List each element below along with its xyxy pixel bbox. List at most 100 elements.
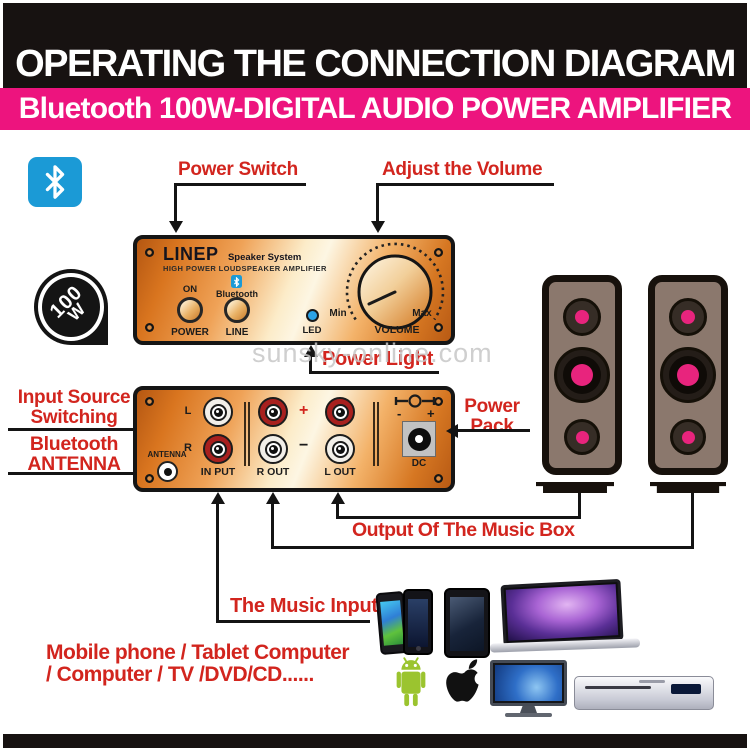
divider <box>248 402 250 466</box>
screw-icon <box>145 323 154 332</box>
power-button <box>177 297 203 323</box>
panel-tagline: HIGH POWER LOUDSPEAKER AMPLIFIER <box>163 264 327 273</box>
wire-lout-up <box>578 493 581 517</box>
screw-icon <box>434 248 443 257</box>
r-out-plus-jack <box>258 397 288 427</box>
callout-input-source: Input Source Switching <box>17 387 131 428</box>
volume-arc <box>345 242 445 321</box>
input-l-jack <box>203 397 233 427</box>
wire-rout-up <box>691 493 694 547</box>
volume-label: VOLUME <box>374 324 420 336</box>
screw-icon <box>434 474 443 483</box>
dc-label: DC <box>411 458 427 469</box>
line-power-switch-v <box>174 183 177 222</box>
page-subtitle: Bluetooth 100W-DIGITAL AUDIO POWER AMPLI… <box>18 92 732 125</box>
line-adjust-volume <box>376 183 554 186</box>
arrow-rout-wire <box>266 492 280 504</box>
r-out-label: R OUT <box>256 466 290 478</box>
arrow-power-pack <box>446 424 458 438</box>
arrow-input-wire <box>211 492 225 504</box>
line-power-switch <box>174 183 306 186</box>
tv <box>490 660 567 718</box>
callout-power-switch: Power Switch <box>178 159 298 180</box>
wire-lout-h <box>336 516 581 519</box>
wire-rout-v <box>271 503 274 549</box>
wire-input-v <box>216 503 219 623</box>
dvd-player <box>574 676 714 710</box>
l-out-plus-jack <box>325 397 355 427</box>
speaker-base-right <box>650 482 726 493</box>
speaker-left <box>542 275 622 475</box>
divider <box>373 402 375 466</box>
minus-mark: − <box>299 437 309 454</box>
wire-lout-v <box>336 503 339 519</box>
title-banner: OPERATING THE CONNECTION DIAGRAM <box>3 3 747 88</box>
dc-plus: + <box>427 406 435 421</box>
speaker-driver <box>670 419 706 455</box>
smartphone-2 <box>403 589 433 655</box>
screw-icon <box>145 474 154 483</box>
brand-row: LINEP Speaker System <box>163 244 301 265</box>
input-label: IN PUT <box>200 466 236 478</box>
line-power-pack <box>457 429 530 432</box>
speaker-driver <box>669 298 707 336</box>
laptop <box>489 578 641 653</box>
line-power-light-v <box>309 356 312 374</box>
subtitle-banner: Bluetooth 100W-DIGITAL AUDIO POWER AMPLI… <box>0 88 750 130</box>
max-label: Max <box>412 308 432 319</box>
line-input-source <box>8 428 156 431</box>
line-adjust-volume-v <box>376 183 379 222</box>
brand-suffix: Speaker System <box>227 252 302 263</box>
speaker-base-left <box>536 482 614 493</box>
dc-socket <box>402 421 436 457</box>
screw-icon <box>145 248 154 257</box>
volume-knob <box>345 242 445 330</box>
sources-text: Mobile phone / Tablet Computer / Compute… <box>46 641 350 686</box>
screw-icon <box>434 397 443 406</box>
bluetooth-glyph <box>45 165 65 199</box>
tablet <box>444 588 490 658</box>
wire-input-h <box>216 620 370 623</box>
speaker-driver <box>660 347 716 403</box>
input-r-jack <box>203 434 233 464</box>
line-label: LINE <box>225 327 249 338</box>
antenna-label: ANTENNA <box>147 450 187 459</box>
callout-adjust-volume: Adjust the Volume <box>382 159 543 180</box>
l-out-minus-jack <box>325 434 355 464</box>
input-r-label: R <box>184 442 192 454</box>
line-bt-antenna <box>8 472 146 475</box>
on-label: ON <box>182 284 198 295</box>
speaker-right <box>648 275 728 475</box>
arrow-adjust-volume <box>371 221 385 233</box>
dc-plug-icon <box>394 394 436 408</box>
bluetooth-label: Bluetooth <box>216 289 258 299</box>
apple-logo <box>446 659 479 702</box>
screw-icon <box>145 397 154 406</box>
badge-ring: 100 W <box>38 273 104 341</box>
arrow-power-light <box>304 345 318 357</box>
divider <box>377 402 379 466</box>
android-robot <box>396 657 426 707</box>
antenna-jack <box>157 461 178 482</box>
bluetooth-mini-icon <box>231 275 242 288</box>
dc-minus: - <box>397 406 402 421</box>
min-label: Min <box>329 308 347 319</box>
line-power-light <box>309 371 439 374</box>
arrow-lout-wire <box>331 492 345 504</box>
page-title: OPERATING THE CONNECTION DIAGRAM <box>15 43 736 85</box>
callout-bt-antenna: Bluetooth ANTENNA <box>27 433 121 476</box>
callout-power-light: Power Light <box>322 348 434 370</box>
amplifier-front-panel: LINEP Speaker System HIGH POWER LOUDSPEA… <box>133 235 455 345</box>
wire-rout-h <box>271 546 694 549</box>
r-out-minus-jack <box>258 434 288 464</box>
bluetooth-icon <box>28 157 82 207</box>
line-button <box>224 297 250 323</box>
speaker-driver <box>563 298 601 336</box>
speaker-driver <box>554 347 610 403</box>
led-label: LED <box>302 325 322 336</box>
watermark: sunsky-online.com <box>252 338 493 368</box>
l-out-label: L OUT <box>324 466 356 478</box>
callout-output-music-box: Output Of The Music Box <box>352 519 575 541</box>
speaker-driver <box>564 419 600 455</box>
bottom-bar <box>3 734 747 748</box>
